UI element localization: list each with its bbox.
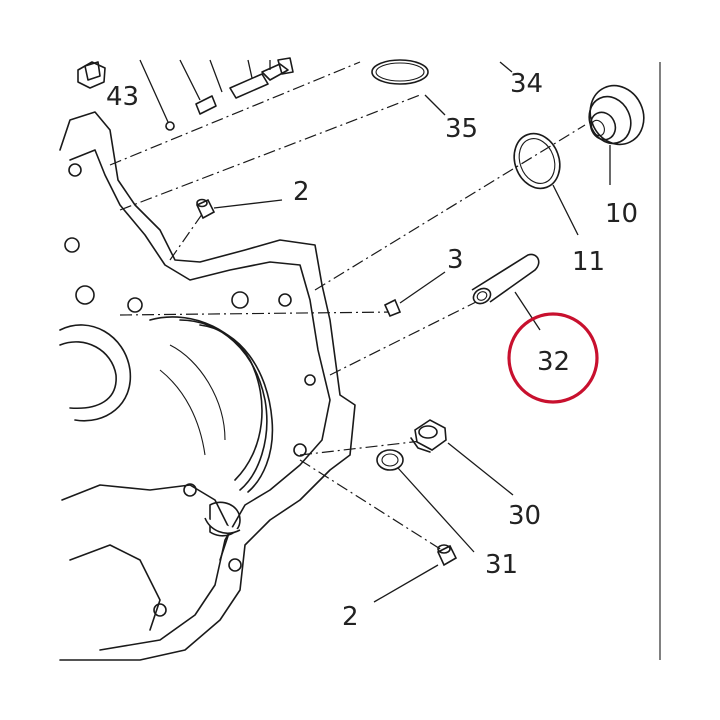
part-32-tube [471,253,540,305]
callout-32: 32 [537,347,570,377]
callout-11: 11 [572,247,605,277]
part-30-drain-plug [410,419,447,453]
callout-10: 10 [605,199,638,229]
part-31-washer [376,449,404,471]
part-10-plug [588,84,645,146]
part-43-assembly [77,57,294,131]
part-2-dowel-upper [195,198,216,220]
callout-34: 34 [510,69,543,99]
callout-31: 31 [485,550,518,580]
part-35-o-ring [371,59,429,85]
callout-3: 3 [447,245,464,275]
leader-lines [139,59,611,603]
callout-2-lower: 2 [342,602,359,632]
callouts: 43 34 35 2 10 11 3 32 30 31 2 [106,69,638,632]
assembly-axes [109,61,586,553]
callout-30: 30 [508,501,541,531]
part-2-dowel-lower [436,544,458,567]
callout-35: 35 [445,114,478,144]
part-11-seal-ring [513,132,561,190]
callout-43: 43 [106,82,139,112]
highlight-circle [507,312,599,404]
part-3-pin [383,298,402,318]
callout-2-upper: 2 [293,177,310,207]
crankcase-half [59,111,356,661]
